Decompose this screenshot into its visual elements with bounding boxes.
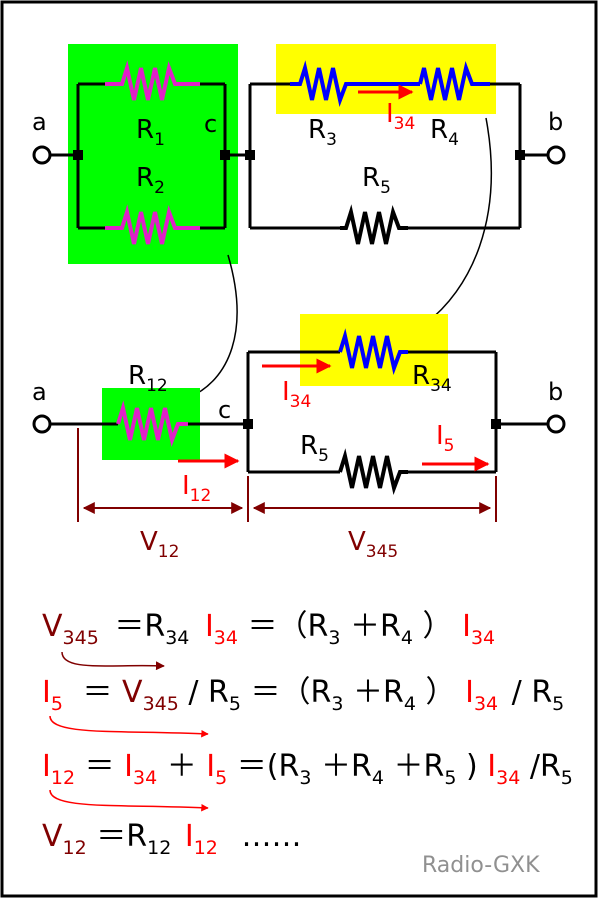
junction-dot (245, 150, 255, 160)
i34-label: I34 (386, 99, 415, 134)
equation-2: I5 ＝ V345 / R5 ＝（R3 ＋R4 ） I34 / R5 (42, 675, 564, 718)
r3-label: R3 (308, 115, 337, 150)
v345-label: V345 (348, 527, 398, 562)
resistor-r5 (340, 204, 408, 245)
transform-arrow (424, 117, 493, 325)
resistor-r3 (290, 60, 420, 108)
r34-label: R34 (412, 361, 452, 396)
resistor-r34 (338, 328, 408, 376)
equation-4: V12 ＝R12 I12 …… (42, 819, 301, 862)
resistor-r4 (418, 60, 490, 101)
substitution-arrow (49, 715, 209, 738)
resistor-r2 (105, 204, 200, 245)
junction-dot (220, 150, 230, 160)
terminal-a (32, 145, 52, 165)
transform-arrow (187, 254, 238, 399)
resistor-r1 (105, 60, 200, 101)
resistor-r5-bottom (338, 448, 408, 496)
i5-label: I5 (436, 421, 455, 456)
watermark: Radio-GXK (422, 853, 540, 878)
r3-r4-highlight (276, 44, 496, 114)
substitution-arrow (49, 789, 209, 812)
r2-label: R2 (136, 163, 165, 198)
node-b-label: b (548, 108, 563, 136)
node-c-label: c (204, 110, 217, 138)
i34-label: I34 (282, 377, 311, 412)
i12-label: I12 (182, 471, 211, 506)
terminal-b (546, 145, 566, 165)
r12-label: R12 (128, 361, 168, 396)
terminal-a (32, 414, 52, 434)
r1-label: R1 (136, 115, 165, 150)
node-c-label: c (218, 396, 231, 424)
bottom-wires (50, 350, 548, 474)
junction-dot (491, 419, 501, 429)
equation-1: V345 ＝R34 I34 ＝（R3 ＋R4 ） I34 (42, 609, 495, 652)
equation-3: I12 ＝ I34 ＋ I5 ＝(R3 ＋R4 ＋R5 ) I34 /R5 (42, 749, 573, 792)
r5-label: R5 (362, 163, 391, 198)
junction-dot (73, 150, 83, 160)
node-a-label: a (32, 378, 47, 406)
node-a-label: a (32, 108, 47, 136)
junction-dot (515, 150, 525, 160)
r34-highlight (300, 314, 448, 386)
r5-label: R5 (300, 431, 329, 466)
voltage-dimensions (77, 428, 497, 522)
r4-label: R4 (430, 115, 459, 150)
v12-label: V12 (140, 527, 179, 562)
terminal-b (546, 414, 566, 434)
junction-dot (243, 419, 253, 429)
equations: V345 ＝R34 I34 ＝（R3 ＋R4 ） I34 I5 ＝ V345 /… (42, 609, 573, 862)
resistor-r12 (116, 400, 188, 448)
node-b-label: b (548, 378, 563, 406)
substitution-arrow (61, 651, 165, 671)
